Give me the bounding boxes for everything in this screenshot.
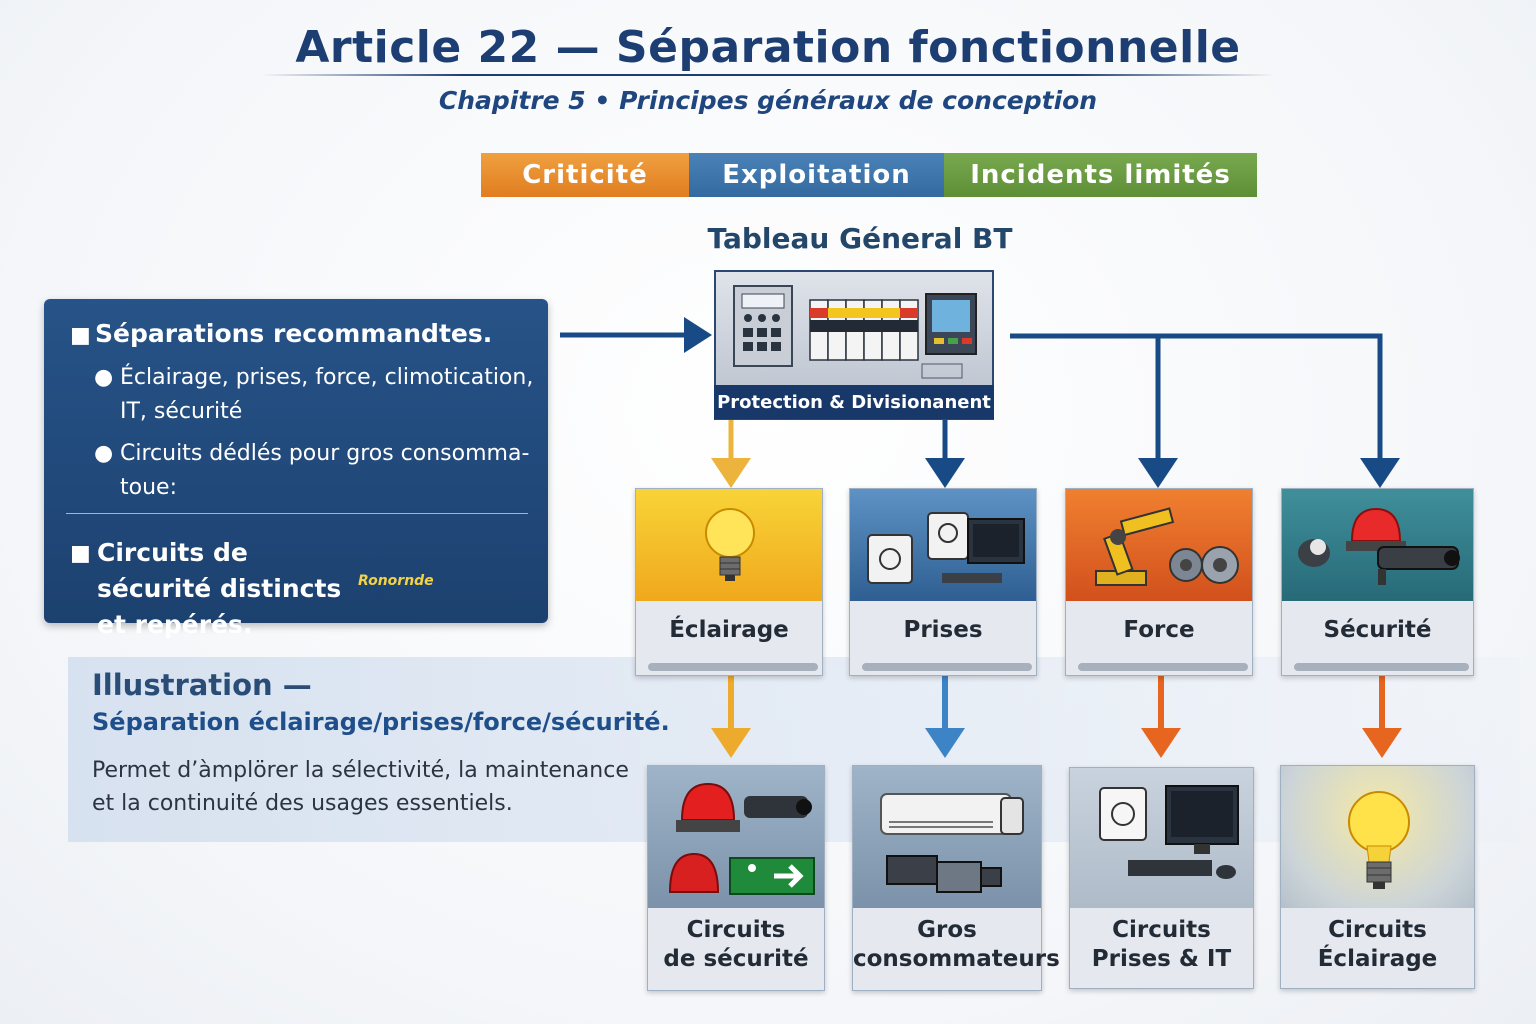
illustration-description: Permet d’àmplörer la sélectivité, la mai… [92, 758, 629, 816]
arrowhead [1138, 458, 1178, 488]
socket-computer-icon [1070, 768, 1253, 908]
card-label-line2: consommateurs [853, 946, 1060, 972]
light-bulb-icon [1281, 766, 1474, 908]
title-divider [260, 74, 1276, 76]
arrowhead [684, 317, 712, 353]
panel-title: Tableau Géneral BT [707, 222, 1013, 255]
socket-computer-icon [850, 489, 1036, 601]
band-exploitation: Exploitation [689, 153, 944, 197]
arrowhead [925, 458, 965, 488]
card-prises: Prises [849, 488, 1037, 676]
card-force: Force [1065, 488, 1253, 676]
card-label-line1: Gros [917, 917, 977, 943]
robot-arm-gears-icon [1066, 489, 1252, 601]
card-label: Force [1123, 617, 1195, 643]
band-criticite: Criticité [481, 153, 689, 197]
card-label-line1: Circuits [686, 917, 786, 943]
illustration-title: Illustration — [92, 668, 312, 702]
bullet-square-icon: ■ [70, 541, 91, 566]
info-bullet-separations: Séparations recommandtes. [95, 319, 493, 348]
card-circuits-securite: Circuits de sécurité [647, 765, 825, 991]
bullet-dot-icon: ● [94, 441, 114, 466]
card-label-line2: Éclairage [1317, 946, 1438, 972]
card-label-line2: de sécurité [663, 946, 809, 972]
card-gros-consommateurs: Gros consommateurs [852, 765, 1060, 991]
arrowhead [711, 458, 751, 488]
signature: Ronornde [358, 573, 434, 589]
bullet-square-icon: ■ [70, 323, 91, 348]
card-label-line1: Circuits [1112, 917, 1211, 943]
page-subtitle: Chapitre 5 • Principes généraux de conce… [438, 86, 1098, 115]
card-label: Prises [903, 617, 983, 643]
page-title: Article 22 — Séparation fonctionnelle [295, 22, 1241, 73]
card-progress-bar [648, 663, 818, 671]
alarm-camera-icon [1282, 489, 1473, 601]
card-progress-bar [862, 663, 1032, 671]
info-bullet-security-circuits: Circuits de sécurité distincts et repéré… [97, 538, 342, 639]
bullet-dot-icon: ● [94, 365, 114, 390]
security-devices-icon [648, 766, 824, 908]
panel-illustration [733, 285, 977, 379]
card-securite: Sécurité [1281, 488, 1474, 676]
info-sub-circuits-list: Éclairage, prises, force, climotication,… [120, 365, 534, 424]
recommendations-box: ■ Séparations recommandtes. ● Éclairage,… [44, 299, 548, 639]
hvac-machine-icon [853, 766, 1041, 908]
card-circuits-eclairage: Circuits Éclairage [1280, 765, 1475, 989]
illustration-subtitle: Séparation éclairage/prises/force/sécuri… [92, 708, 670, 736]
bus-line [1010, 333, 1383, 460]
card-label: Sécurité [1323, 617, 1432, 643]
card-label: Éclairage [669, 617, 789, 643]
card-eclairage: Éclairage [635, 488, 823, 676]
light-bulb-icon [636, 489, 822, 601]
info-divider [66, 513, 528, 514]
arrowhead [1360, 458, 1400, 488]
info-sub-dedicated-circuits: Circuits dédlés pour gros consomma-toue: [120, 441, 530, 500]
card-progress-bar [1294, 663, 1469, 671]
panel-label: Protection & Divisionanent [714, 385, 994, 419]
card-label-line1: Circuits [1328, 917, 1427, 943]
card-label-line2: Prises & IT [1091, 946, 1232, 972]
band-incidents: Incidents limités [944, 153, 1257, 197]
card-progress-bar [1078, 663, 1248, 671]
card-circuits-prises-it: Circuits Prises & IT [1069, 767, 1254, 989]
